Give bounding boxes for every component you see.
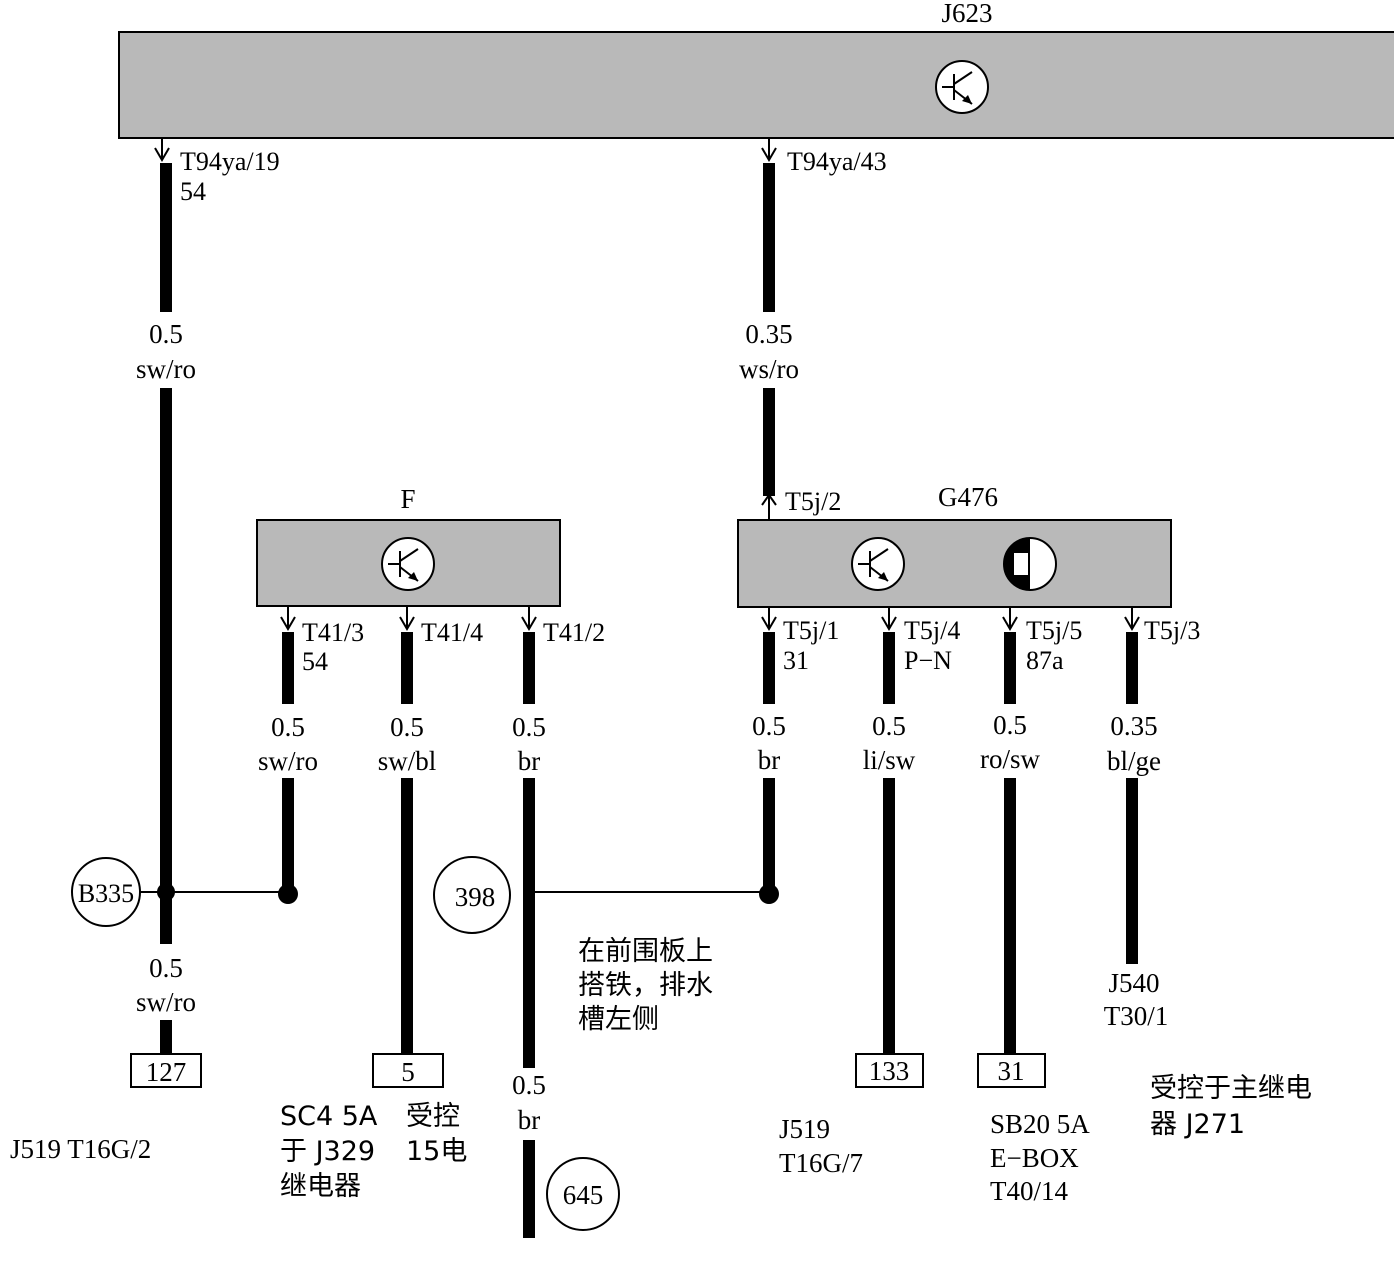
note-sb20-line2: E−BOX (990, 1143, 1079, 1173)
j623-electronic-icon (935, 60, 989, 114)
wire-color-label: br (758, 745, 781, 775)
wire-color-label: br (518, 1105, 541, 1135)
pin-t5j-1-label: T5j/1 (783, 616, 839, 645)
wire-color-label: li/sw (863, 745, 916, 775)
wire-size-label: 0.5 (149, 953, 183, 983)
wire-size-label: 0.5 (149, 319, 183, 349)
note-sc4-line3: 继电器 (280, 1171, 361, 1202)
terminal-127: 127 (146, 1057, 187, 1087)
node-645-label: 645 (563, 1180, 604, 1210)
wire-size-label: 0.35 (745, 319, 792, 349)
note-sb20-line3: T40/14 (990, 1176, 1068, 1206)
note-ground-line3: 槽左侧 (578, 1004, 659, 1035)
wire-size-label: 0.5 (390, 712, 424, 742)
note-sc4-line1: SC4 5A (280, 1101, 378, 1132)
note-j540-line1: J540 (1108, 968, 1159, 998)
f-label: F (400, 484, 415, 514)
pin-t41-3-sub: 54 (302, 647, 328, 676)
node-645 (546, 1157, 620, 1231)
pin-t94ya-19-sub: 54 (180, 177, 206, 206)
j623-label: J623 (941, 0, 992, 28)
node-398-label: 398 (455, 882, 496, 912)
note-sb20-line1: SB20 5A (990, 1109, 1090, 1139)
pin-arrow (761, 493, 777, 506)
f-electronic-icon (381, 537, 435, 591)
note-main-relay-line1: 受控于主继电 (1150, 1073, 1312, 1104)
note-j519-t16g7-line2: T16G/7 (779, 1148, 863, 1178)
wire-color-label: sw/ro (136, 354, 196, 384)
terminal-133: 133 (869, 1056, 910, 1086)
note-ground-line2: 搭铁，排水 (578, 970, 713, 1001)
terminal-box (855, 1053, 924, 1088)
terminal-5: 5 (401, 1057, 415, 1087)
wire-size-label: 0.5 (512, 1070, 546, 1100)
note-j519-t16g7-line1: J519 (779, 1114, 830, 1144)
pin-t94ya-43-label: T94ya/43 (787, 147, 887, 176)
node-b335-label: B335 (78, 879, 134, 908)
note-sc4-ctrl-line2: 15电 (406, 1136, 467, 1167)
wire-color-label: sw/ro (136, 987, 196, 1017)
wire-color-label: ws/ro (739, 354, 799, 384)
pin-t41-3-label: T41/3 (302, 618, 364, 647)
pin-t5j-1-sub: 31 (783, 646, 809, 675)
terminal-31: 31 (998, 1056, 1025, 1086)
wire-size-label: 0.5 (271, 712, 305, 742)
pin-t5j-5-sub: 87a (1026, 646, 1064, 675)
wire-color-label: br (518, 746, 541, 776)
note-sc4-line2: 于 J329 (280, 1136, 375, 1167)
g476-electronic-icon (851, 537, 905, 591)
wire-size-label: 0.5 (752, 711, 786, 741)
junction-dot (157, 883, 175, 901)
wire-color-label: bl/ge (1107, 746, 1161, 776)
wire-size-label: 0.5 (993, 710, 1027, 740)
node-398 (433, 856, 511, 934)
wire-size-label: 0.5 (512, 712, 546, 742)
pin-t41-2-label: T41/2 (543, 618, 605, 647)
pin-t41-4-label: T41/4 (421, 618, 483, 647)
note-j519-t16g2: J519 T16G/2 (10, 1134, 151, 1164)
wire-size-label: 0.5 (872, 711, 906, 741)
pin-t5j-3-label: T5j/3 (1144, 616, 1200, 645)
note-main-relay-line2: 器 J271 (1150, 1109, 1245, 1140)
wire-size-label: 0.35 (1110, 711, 1157, 741)
terminal-box (372, 1053, 444, 1088)
g476-box (737, 519, 1172, 608)
g476-label: G476 (938, 482, 998, 512)
pin-t5j-4-sub: P−N (904, 646, 952, 675)
j623-box (118, 31, 1394, 139)
note-sc4-ctrl-line1: 受控 (406, 1101, 460, 1132)
wire-color-label: sw/ro (258, 746, 318, 776)
pin-t94ya-19-label: T94ya/19 (180, 147, 280, 176)
pin-t5j-4-label: T5j/4 (904, 616, 960, 645)
note-ground-line1: 在前围板上 (578, 936, 713, 967)
pin-t5j-2-label: T5j/2 (785, 487, 841, 516)
terminal-box (130, 1053, 202, 1088)
wire-color-label: ro/sw (980, 744, 1041, 774)
g476-sensor-icon (1003, 537, 1057, 591)
terminal-box (977, 1053, 1046, 1088)
wire-color-label: sw/bl (378, 746, 437, 776)
note-j540-line2: T30/1 (1104, 1001, 1169, 1031)
pin-t5j-5-label: T5j/5 (1026, 616, 1082, 645)
